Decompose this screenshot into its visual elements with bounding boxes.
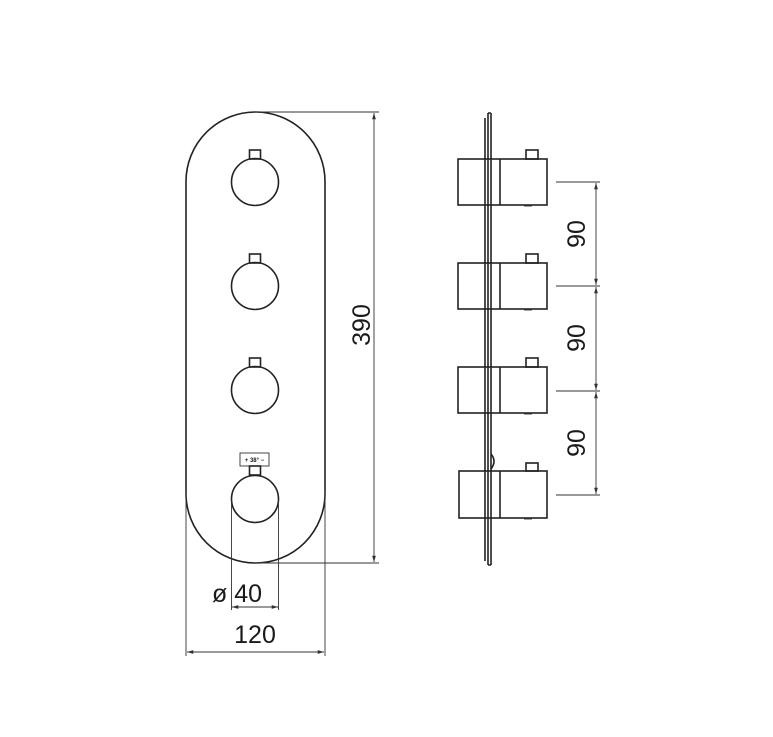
side-knob-1 — [457, 149, 548, 207]
side-knob-4 — [458, 462, 548, 520]
front-view: + 38° − 390 ø 40 120 — [185, 111, 379, 656]
knob-3 — [230, 357, 280, 415]
cover-plate — [185, 111, 326, 564]
spacing-label-2: 90 — [563, 324, 591, 352]
height-dimension: 390 — [255, 111, 379, 564]
diameter-dimension: ø 40 — [212, 500, 279, 610]
width-label: 120 — [234, 621, 276, 649]
plate-bulge — [490, 453, 495, 470]
height-label: 390 — [348, 304, 376, 346]
diameter-label: ø 40 — [212, 580, 262, 608]
side-knob-2 — [457, 253, 548, 311]
thermostat-label: + 38° − — [245, 458, 265, 464]
side-view: 90 90 90 — [457, 112, 600, 566]
side-knob-3 — [457, 357, 548, 415]
thermostat-knob: + 38° − — [230, 452, 280, 524]
side-plate — [484, 112, 492, 566]
knob-2 — [230, 253, 280, 311]
spacing-label-3: 90 — [563, 429, 591, 457]
knob-1 — [230, 149, 280, 207]
width-dimension: 120 — [185, 490, 326, 656]
spacing-dimensions: 90 90 90 — [556, 181, 600, 496]
spacing-label-1: 90 — [563, 220, 591, 248]
